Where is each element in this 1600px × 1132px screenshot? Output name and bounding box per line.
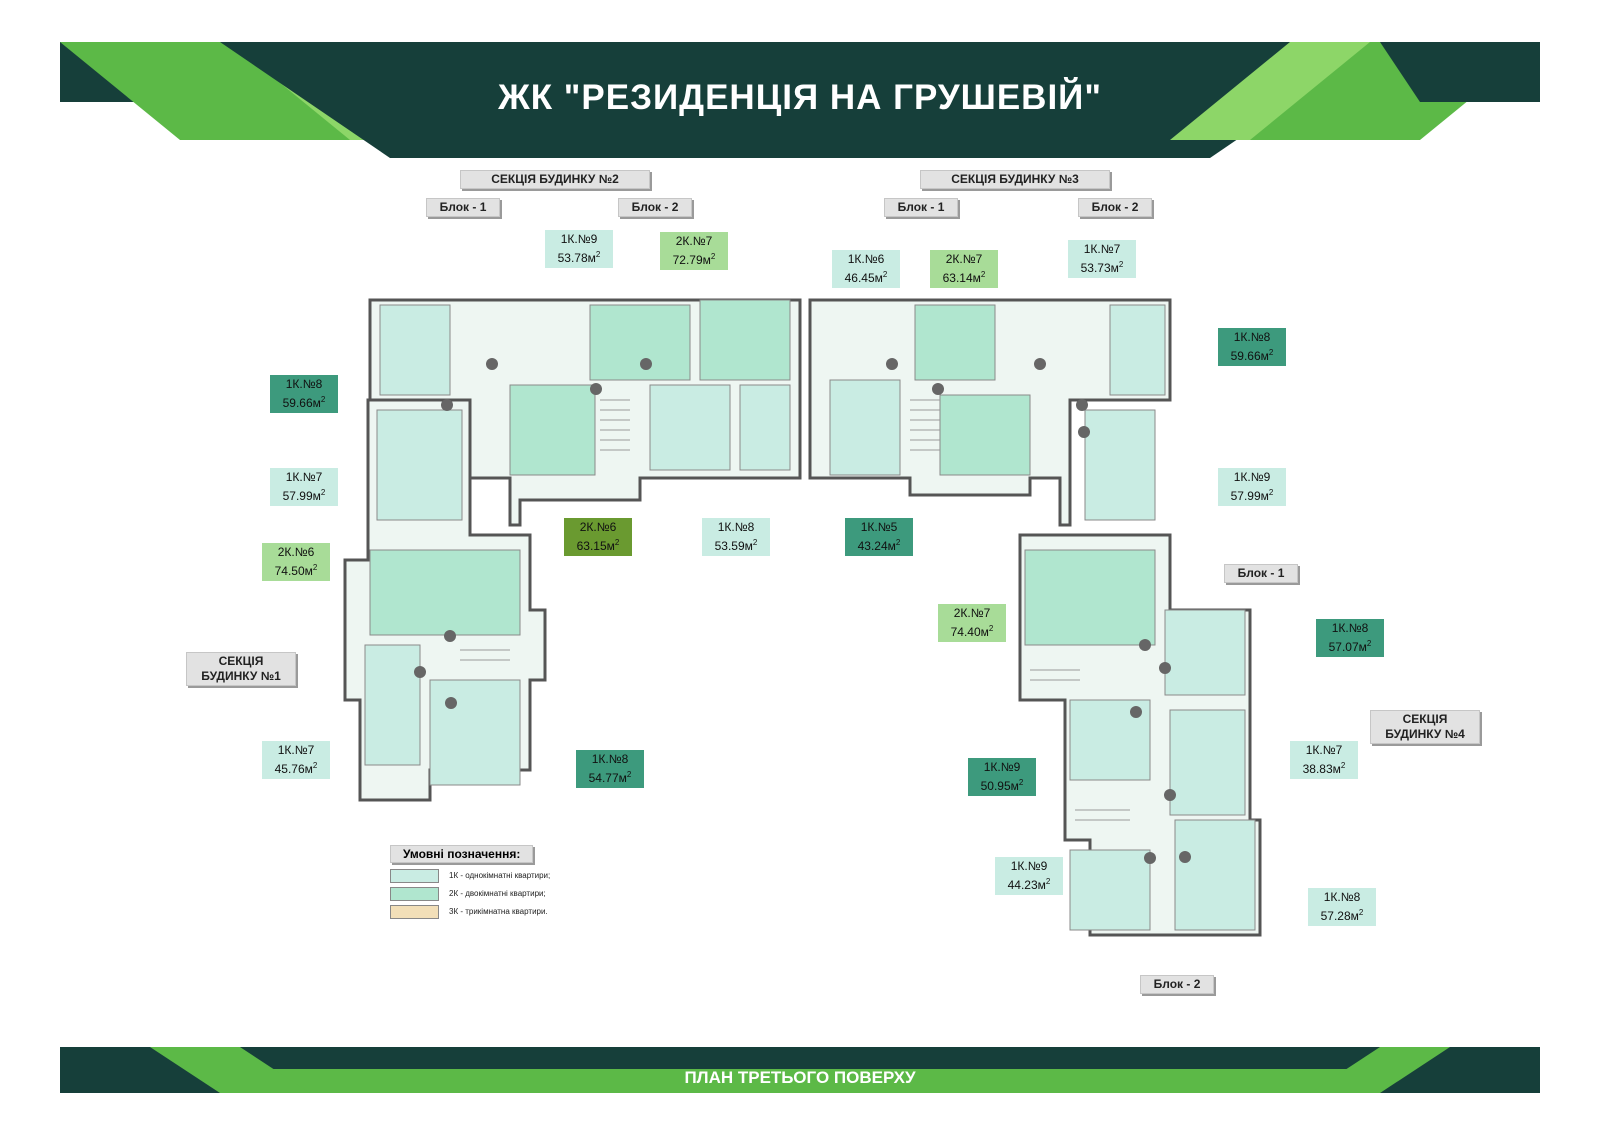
block-label: Блок - 2 xyxy=(618,198,692,217)
footer-banner xyxy=(60,1047,1540,1093)
page-title: ЖК "РЕЗИДЕНЦІЯ НА ГРУШЕВІЙ" xyxy=(498,78,1102,117)
legend-title: Умовні позначення: xyxy=(390,845,534,863)
block-label: Блок - 2 xyxy=(1078,198,1152,217)
legend-item: 2К - двокімнатні квартири; xyxy=(390,887,546,901)
block-label: Блок - 1 xyxy=(426,198,500,217)
block-label: Блок - 1 xyxy=(1224,564,1298,583)
block-label: Блок - 2 xyxy=(1140,975,1214,994)
section-label-1: СЕКЦІЯ БУДИНКУ №1 xyxy=(186,652,296,686)
block-label: Блок - 1 xyxy=(884,198,958,217)
section-label-3: СЕКЦІЯ БУДИНКУ №3 xyxy=(920,170,1110,189)
legend-swatch xyxy=(390,887,439,901)
legend-swatch xyxy=(390,869,439,883)
section-label-2: СЕКЦІЯ БУДИНКУ №2 xyxy=(460,170,650,189)
legend-item: 3К - трикімнатна квартири. xyxy=(390,905,548,919)
header-banner xyxy=(60,42,1540,158)
legend-swatch xyxy=(390,905,439,919)
footer-title: ПЛАН ТРЕТЬОГО ПОВЕРХУ xyxy=(684,1068,916,1087)
section-label-4: СЕКЦІЯ БУДИНКУ №4 xyxy=(1370,710,1480,744)
legend-item: 1К - однокімнатні квартири; xyxy=(390,869,550,883)
